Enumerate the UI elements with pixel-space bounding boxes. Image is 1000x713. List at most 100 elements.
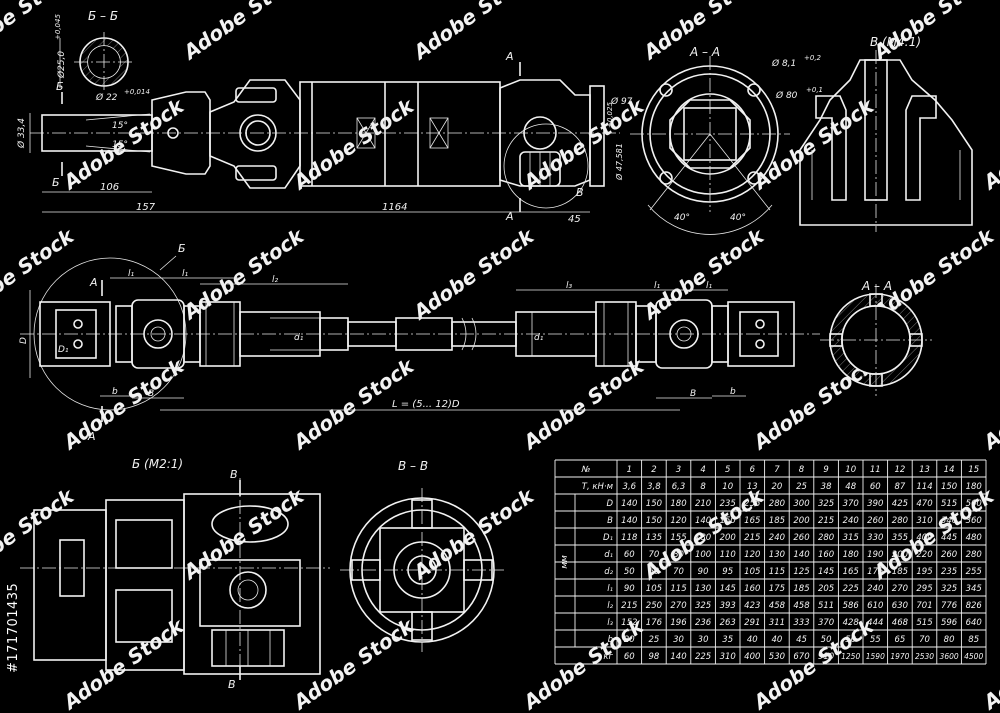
table-header-cell: 13: [919, 465, 930, 475]
section-aa-mid: А – А: [820, 279, 932, 396]
dim-L: L = (5... 12)D: [392, 399, 460, 410]
dim-D: D: [19, 337, 29, 344]
watermark-text: Adobe Stock: [517, 353, 649, 455]
table-cell: 260: [867, 516, 883, 526]
table-cell: 3,6: [623, 482, 637, 492]
table-cell: 458: [769, 601, 786, 611]
table-cell: 50: [624, 567, 635, 577]
table-cell: 140: [793, 550, 809, 560]
watermark-text: Adobe Stock: [867, 0, 999, 65]
table-cell: 150: [941, 482, 957, 492]
table-cell: 235: [720, 499, 736, 509]
table-cell: 345: [966, 584, 982, 594]
table-cell: 48: [845, 482, 856, 492]
dim-l1d: l₁: [706, 281, 713, 291]
table-cell: 180: [695, 533, 711, 543]
table-cell: 210: [695, 499, 711, 509]
dim-l1c: l₁: [654, 281, 661, 291]
table-cell: 185: [769, 516, 785, 526]
watermark-text: Adobe Stock: [287, 93, 419, 195]
table-cell: 114: [916, 482, 932, 492]
table-row-label: l₁: [607, 584, 613, 594]
table-cell: 530: [769, 652, 785, 662]
table-cell: 610: [867, 601, 883, 611]
watermark-text: Adobe Stock: [407, 223, 539, 325]
table-cell: 140: [621, 516, 637, 526]
table-cell: 240: [843, 516, 859, 526]
table-cell: 45: [796, 635, 807, 645]
dim-b2: b: [730, 387, 736, 397]
table-cell: 300: [793, 499, 809, 509]
table-cell: 215: [744, 533, 760, 543]
table-row-label: D: [606, 499, 613, 509]
stock-id-strip: #171701435: [4, 485, 26, 675]
table-header-cell: 3: [676, 465, 681, 475]
table-cell: 20: [624, 635, 635, 645]
table-row-label: D₁: [603, 533, 613, 543]
table-cell: 175: [769, 584, 785, 594]
table-cell: 185: [892, 567, 908, 577]
table-cell: 468: [892, 618, 909, 628]
table-cell: 60: [624, 652, 635, 662]
table-cell: 470: [916, 499, 932, 509]
table-cell: 280: [818, 533, 834, 543]
mark-a2: А: [505, 210, 514, 223]
table-cell: 670: [793, 652, 809, 662]
table-cell: 330: [867, 533, 883, 543]
table-cell: 190: [867, 550, 883, 560]
table-cell: 155: [670, 533, 686, 543]
table-cell: 70: [648, 550, 659, 560]
dim-d25: Ø25,0: [56, 51, 67, 79]
table-cell: 60: [870, 482, 881, 492]
section-vv: В – В: [340, 459, 504, 652]
dim-d47-tol: +0,025: [606, 102, 614, 128]
table-cell: 225: [695, 652, 711, 662]
table-header-cell: 1: [627, 465, 632, 475]
table-cell: 270: [670, 601, 686, 611]
table-cell: 423: [744, 601, 760, 611]
table-cell: 220: [916, 550, 932, 560]
mark-b2: Б: [52, 176, 60, 189]
table-cell: 55: [870, 635, 881, 645]
table-cell: 701: [916, 601, 932, 611]
table-cell: 325: [695, 601, 711, 611]
table-row-label: B: [607, 516, 613, 526]
dim-len1164: 1164: [382, 202, 407, 213]
table-cell: 236: [695, 618, 712, 628]
dim-l3: l₃: [566, 281, 573, 291]
mark-a3: А: [89, 276, 98, 289]
table-cell: 70: [919, 635, 930, 645]
table-cell: 428: [843, 618, 860, 628]
table-cell: 40: [747, 635, 758, 645]
table-header-cell: 11: [870, 465, 881, 475]
table-cell: 515: [941, 499, 957, 509]
table-row-label: d₂: [604, 567, 613, 577]
table-cell: 13: [747, 482, 758, 492]
table-cell: 255: [744, 499, 760, 509]
table-cell: 225: [843, 584, 859, 594]
table-cell: 115: [769, 567, 785, 577]
table-cell: 35: [722, 635, 733, 645]
watermark-text: Adobe Stock: [637, 223, 769, 325]
table-cell: 125: [793, 567, 809, 577]
table-cell: 180: [843, 550, 859, 560]
table-cell: 80: [673, 550, 684, 560]
table-header-cell: 14: [944, 465, 955, 475]
dim-len157: 157: [136, 202, 156, 213]
detail-v: В (М4:1): [799, 35, 973, 232]
dim-B2: B: [690, 389, 696, 399]
table-cell: 250: [646, 601, 662, 611]
watermark-text: Adobe Stock: [287, 613, 419, 713]
table-cell: 145: [720, 584, 736, 594]
dim-B1: B: [148, 389, 154, 399]
table-row-label: b: [608, 635, 613, 645]
table-cell: 38: [821, 482, 832, 492]
table-cell: 390: [867, 499, 883, 509]
table-header-cell: 4: [700, 465, 705, 475]
table-cell: 3,8: [647, 482, 661, 492]
dim-d1a: d₁: [294, 333, 304, 343]
table-cell: 280: [769, 499, 785, 509]
table-cell: 205: [818, 584, 834, 594]
mark-b1: Б: [56, 80, 64, 93]
table-cell: 130: [769, 550, 785, 560]
